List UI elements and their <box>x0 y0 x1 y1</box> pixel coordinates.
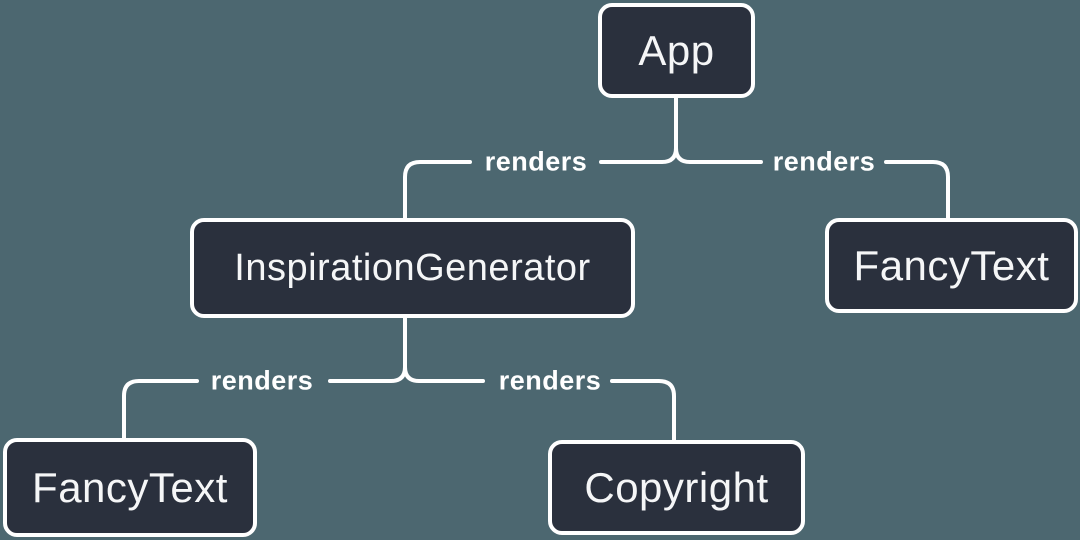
node-inspiration-generator: InspirationGenerator <box>190 218 635 318</box>
edge-label-app-inspirationgenerator: renders <box>484 146 588 177</box>
node-fancy-text-right-label: FancyText <box>853 241 1050 289</box>
node-fancy-text-left-label: FancyText <box>32 463 228 511</box>
edge-app-to-fancytext-right <box>674 146 950 220</box>
node-fancy-text-right: FancyText <box>825 218 1078 313</box>
node-app: App <box>598 3 755 98</box>
node-fancy-text-left: FancyText <box>3 438 257 537</box>
node-copyright-label: Copyright <box>584 463 769 511</box>
edge-label-inspirationgenerator-fancytext: renders <box>210 365 314 396</box>
edge-label-app-fancytext: renders <box>772 146 876 177</box>
edge-label-inspirationgenerator-copyright: renders <box>498 365 602 396</box>
node-copyright: Copyright <box>548 440 805 535</box>
edge-inspirationgenerator-to-copyright <box>403 365 676 442</box>
node-app-label: App <box>638 26 715 74</box>
node-inspiration-generator-label: InspirationGenerator <box>234 246 591 289</box>
